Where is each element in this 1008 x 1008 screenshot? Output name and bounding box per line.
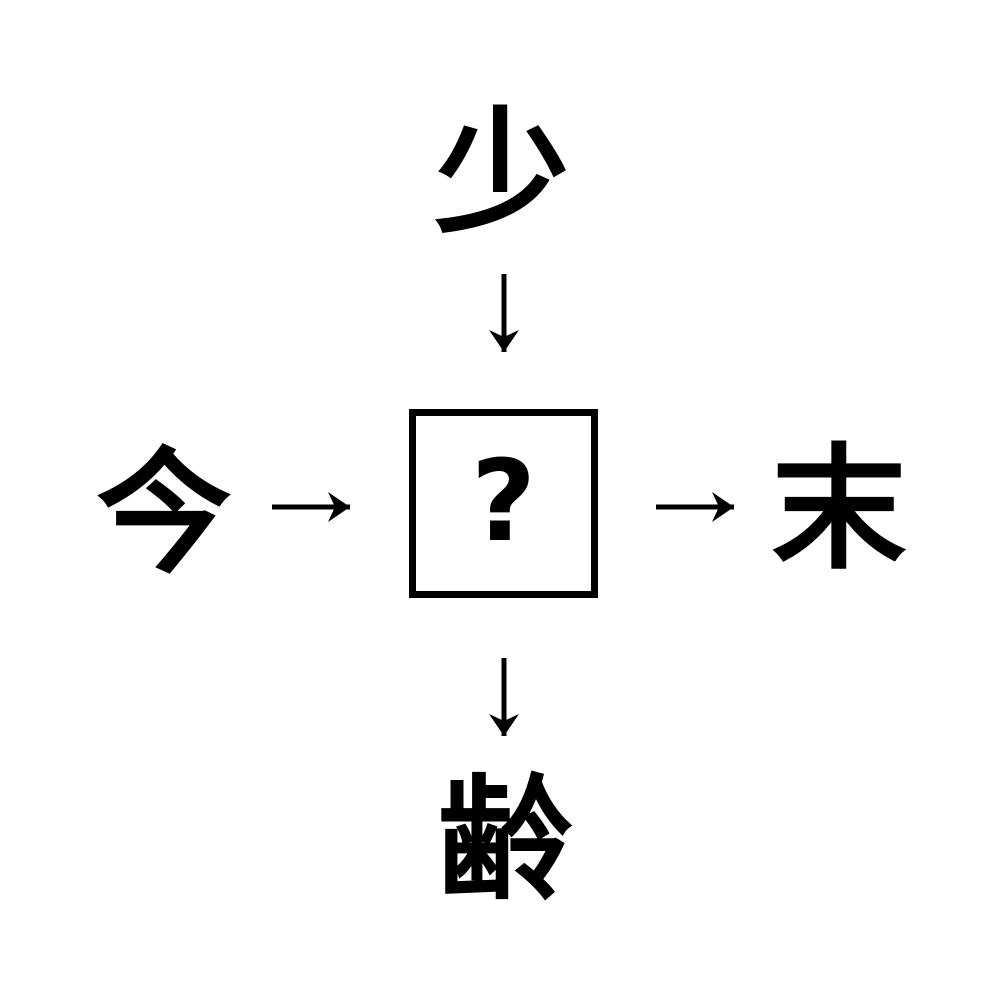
kanji-right: 末: [771, 431, 907, 588]
answer-box: ?: [409, 409, 598, 598]
question-mark: ?: [471, 436, 536, 567]
kanji-left: 今: [96, 435, 232, 592]
kanji-top: 少: [434, 95, 570, 252]
kanji-bottom: 齢: [437, 762, 573, 919]
